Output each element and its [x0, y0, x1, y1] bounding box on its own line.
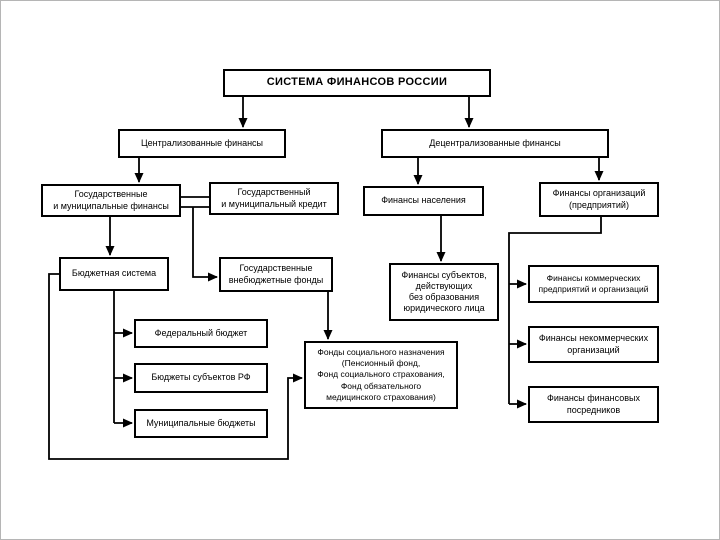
node-intermediaries-finance: Финансы финансовых посредников [528, 386, 659, 423]
node-state-municipal-finance: Государственные и муниципальные финансы [41, 184, 181, 217]
node-state-municipal-finance-label: Государственные и муниципальные финансы [53, 189, 169, 211]
node-commercial-finance-label: Финансы коммерческих предприятий и орган… [538, 272, 649, 294]
node-state-municipal-credit: Государственный и муниципальный кредит [209, 182, 339, 215]
node-centralized-finance: Централизованные финансы [118, 129, 286, 158]
node-title: СИСТЕМА ФИНАНСОВ РОССИИ [223, 69, 491, 97]
node-population-finance: Финансы населения [363, 186, 484, 216]
node-extrabudgetary-funds: Государственные внебюджетные фонды [219, 257, 333, 292]
node-federal-budget-label: Федеральный бюджет [154, 327, 248, 338]
node-municipal-budgets: Муниципальные бюджеты [134, 409, 268, 438]
edge-statemun-extrabudget [192, 207, 218, 282]
node-budget-system: Бюджетная система [59, 257, 169, 291]
edge-org-trunk [508, 217, 602, 404]
node-rf-subject-budgets-label: Бюджеты субъектов РФ [151, 372, 251, 383]
node-individual-entities-finance-label: Финансы субъектов, действующих без образ… [401, 269, 487, 314]
node-budget-system-label: Бюджетная система [71, 268, 157, 279]
node-social-funds-label: Фонды социального назначения (Пенсионный… [317, 347, 445, 402]
node-org-finance-label: Финансы организаций (предприятий) [552, 188, 646, 210]
node-noncommercial-finance: Финансы некоммерческих организаций [528, 326, 659, 363]
node-decentralized-finance: Децентрализованные финансы [381, 129, 609, 158]
node-rf-subject-budgets: Бюджеты субъектов РФ [134, 363, 268, 393]
node-state-municipal-credit-label: Государственный и муниципальный кредит [221, 187, 327, 209]
node-commercial-finance: Финансы коммерческих предприятий и орган… [528, 265, 659, 303]
node-decentralized-finance-label: Децентрализованные финансы [429, 137, 561, 148]
node-noncommercial-finance-label: Финансы некоммерческих организаций [538, 333, 649, 355]
node-municipal-budgets-label: Муниципальные бюджеты [146, 417, 256, 428]
node-population-finance-label: Финансы населения [381, 195, 466, 206]
node-social-funds: Фонды социального назначения (Пенсионный… [304, 341, 458, 409]
node-title-label: СИСТЕМА ФИНАНСОВ РОССИИ [266, 76, 448, 89]
node-org-finance: Финансы организаций (предприятий) [539, 182, 659, 217]
node-individual-entities-finance: Финансы субъектов, действующих без образ… [389, 263, 499, 321]
node-extrabudgetary-funds-label: Государственные внебюджетные фонды [228, 263, 324, 285]
node-centralized-finance-label: Централизованные финансы [140, 137, 264, 148]
node-intermediaries-finance-label: Финансы финансовых посредников [546, 393, 641, 415]
node-federal-budget: Федеральный бюджет [134, 319, 268, 348]
